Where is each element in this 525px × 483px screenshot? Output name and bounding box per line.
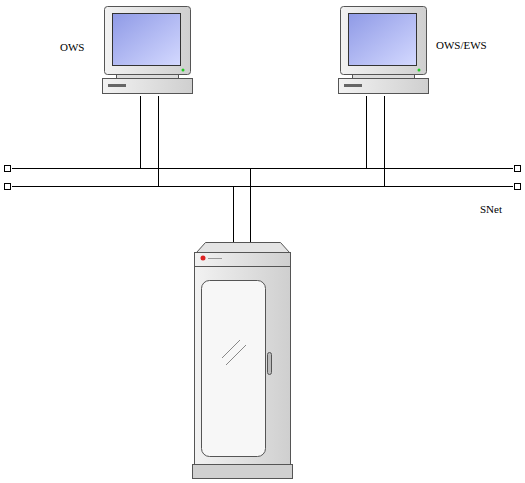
- workstation-icon: [339, 7, 429, 94]
- bus-lines: [5, 166, 521, 190]
- drop-lines: [141, 96, 385, 242]
- network-label: SNet: [480, 204, 502, 215]
- workstation-label: OWS/EWS: [436, 40, 487, 51]
- control-cabinet: [193, 243, 293, 479]
- workstation-label: OWS: [60, 42, 84, 53]
- workstation-icon: [103, 7, 193, 94]
